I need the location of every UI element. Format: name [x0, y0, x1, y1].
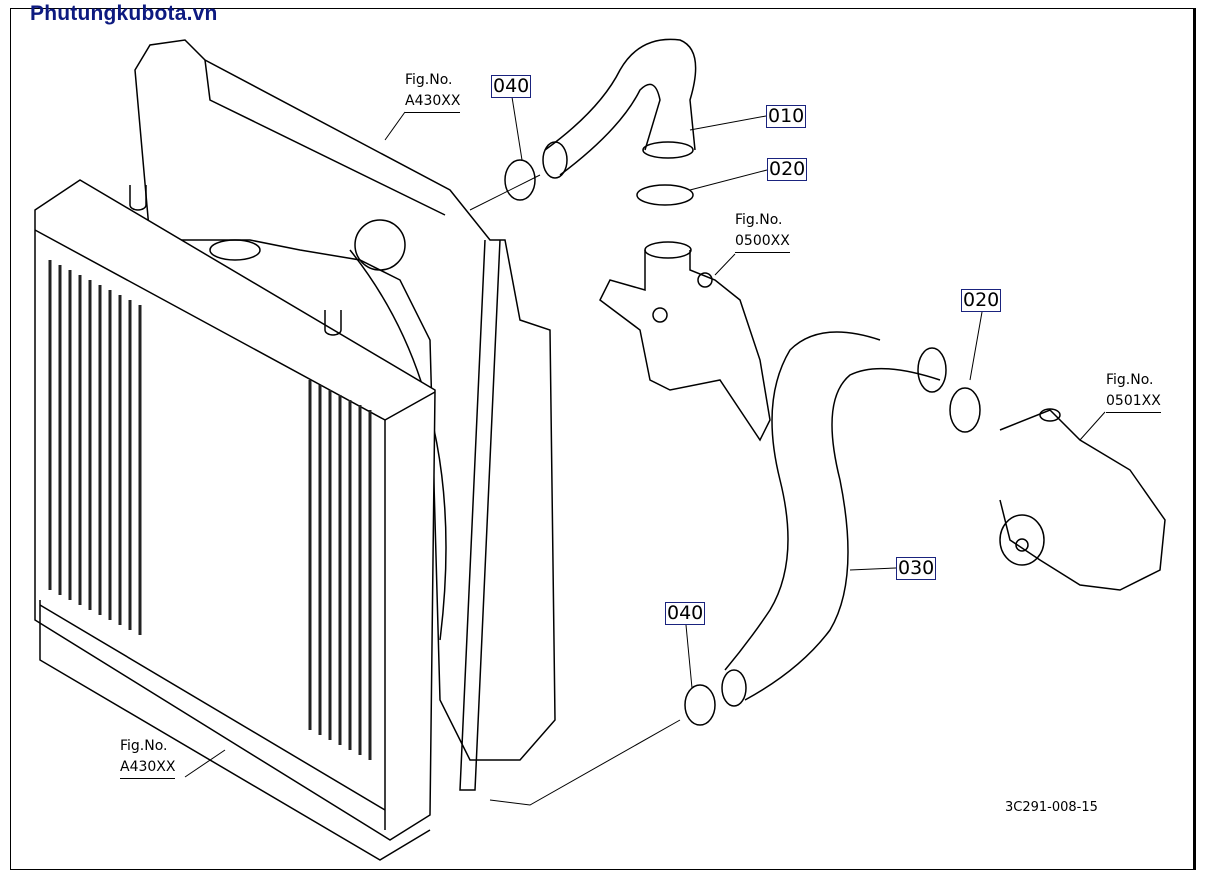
upper-hose — [542, 38, 697, 179]
drawing-number: 3C291-008-15 — [1005, 800, 1098, 815]
diagram-frame — [10, 8, 1196, 870]
callout-020-thermostat[interactable]: 020 — [767, 158, 808, 181]
fig-number: 0500XX — [735, 231, 790, 253]
figure-ref-shroud[interactable]: Fig.No. A430XX — [405, 70, 461, 113]
fig-label: Fig.No. — [405, 72, 453, 88]
fig-label: Fig.No. — [735, 212, 783, 228]
callout-020-pump[interactable]: 020 — [961, 289, 1002, 312]
lower-hose — [721, 331, 947, 707]
fig-label: Fig.No. — [120, 738, 168, 754]
callout-040-lower[interactable]: 040 — [665, 602, 706, 625]
figure-ref-thermostat[interactable]: Fig.No. 0500XX — [735, 210, 790, 253]
water-pump — [999, 408, 1166, 591]
fig-label: Fig.No. — [1106, 372, 1154, 388]
fig-number: 0501XX — [1106, 391, 1161, 413]
figure-ref-radiator[interactable]: Fig.No. A430XX — [120, 736, 176, 779]
hose-clamps — [504, 159, 981, 726]
callout-030[interactable]: 030 — [896, 557, 937, 580]
callout-040-upper[interactable]: 040 — [491, 75, 532, 98]
watermark-logo: Phutungkubota.vn — [30, 2, 218, 25]
thermostat-housing — [599, 241, 771, 442]
fig-number: A430XX — [405, 91, 461, 113]
fig-number: A430XX — [120, 757, 176, 779]
leader-lines — [184, 96, 1106, 806]
radiator — [34, 179, 436, 861]
figure-ref-water-pump[interactable]: Fig.No. 0501XX — [1106, 370, 1161, 413]
callout-010[interactable]: 010 — [766, 105, 807, 128]
